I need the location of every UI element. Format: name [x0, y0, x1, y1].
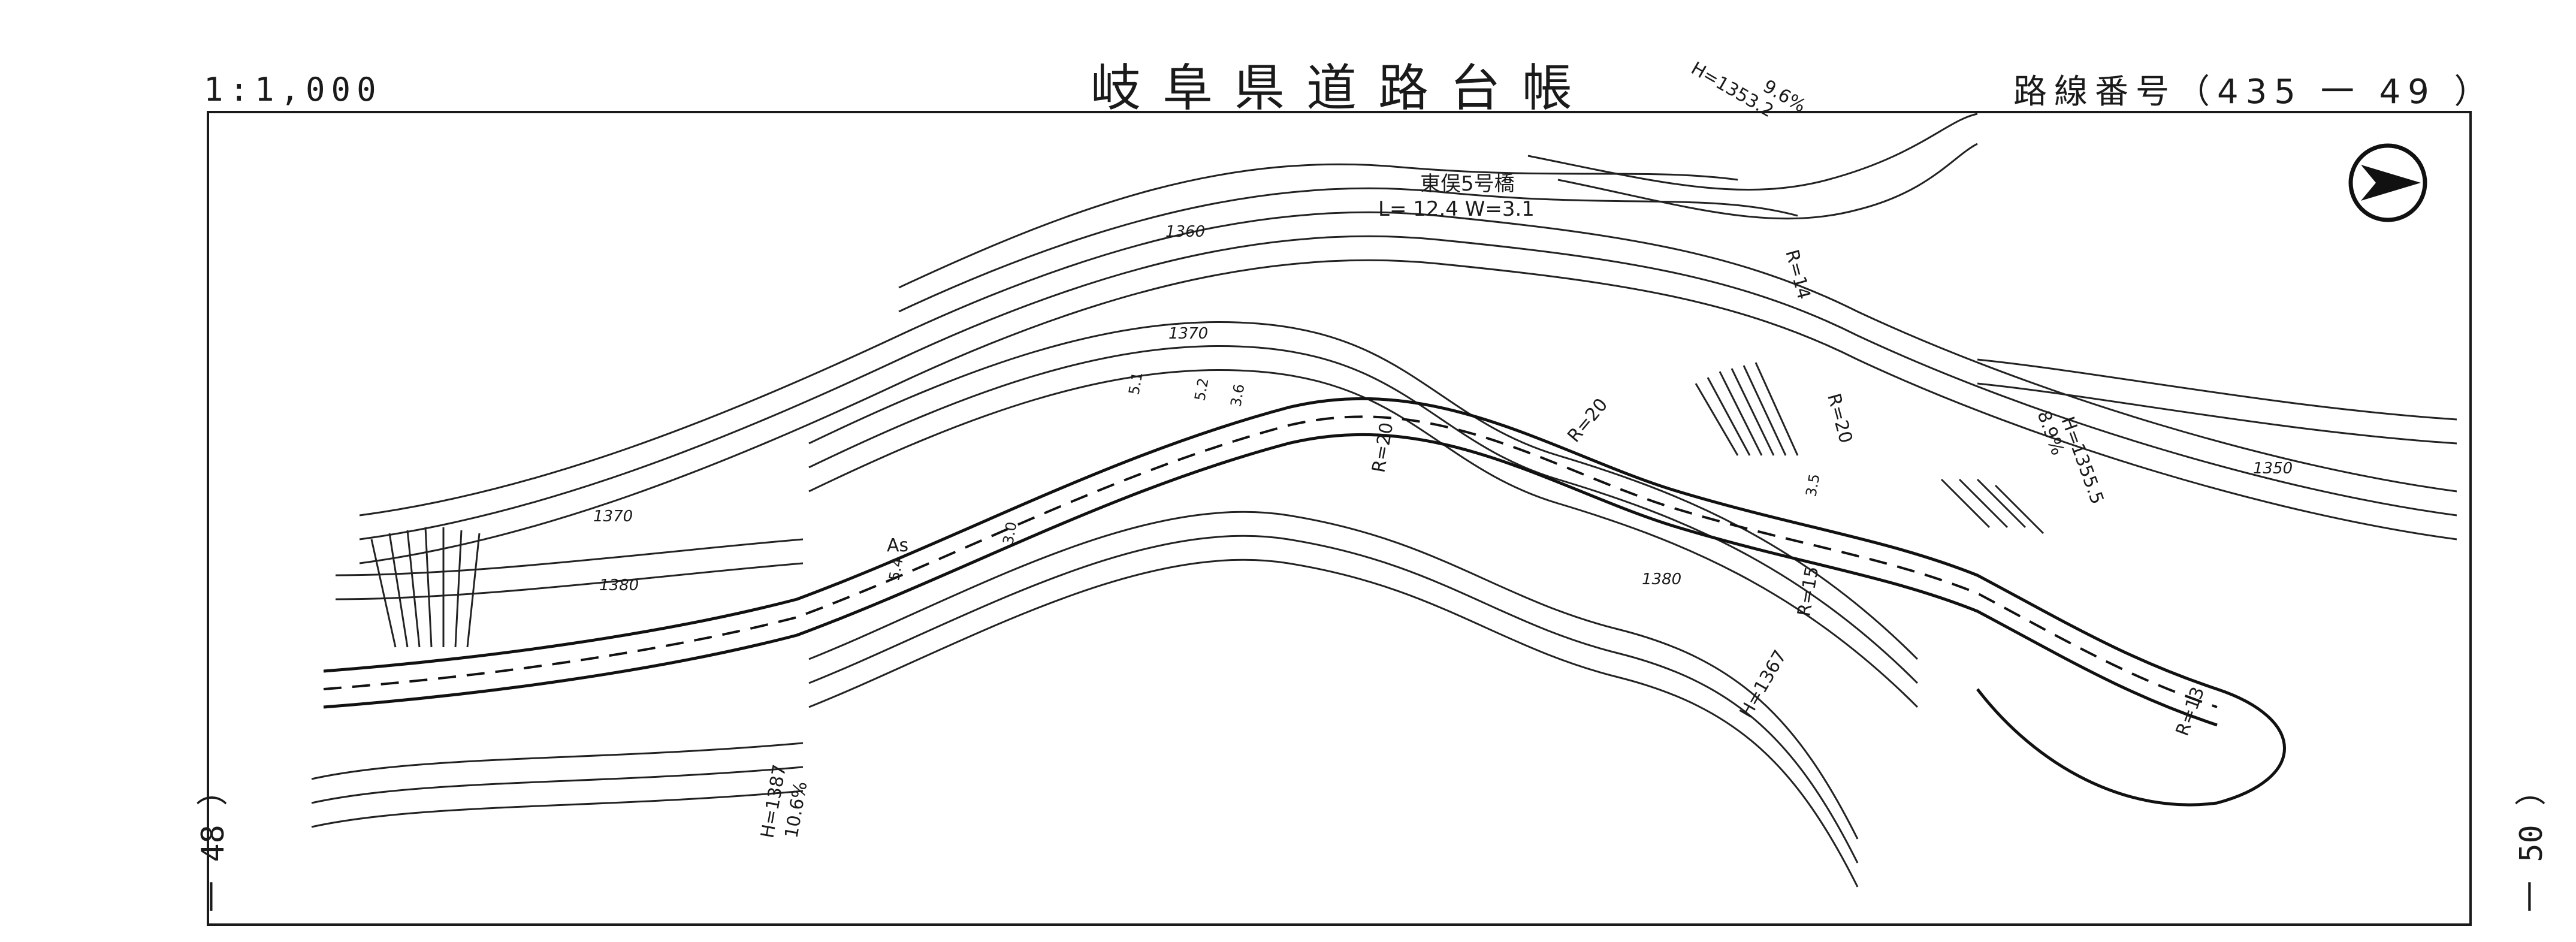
grade-elevation-2: H=1367: [1736, 647, 1791, 721]
curve-radius-5: R=20: [1823, 391, 1856, 445]
width-2: 5.2: [1191, 377, 1212, 402]
map-frame: [207, 111, 2472, 926]
route-number: 路線番号（435 一 49 ）: [2013, 73, 2495, 111]
map-scale: 1:1,000: [204, 71, 382, 108]
map-title: 岐阜県道路台帳: [1091, 59, 1594, 117]
bridge-name: 東俣5号橋: [1420, 172, 1515, 196]
width-6: 3.5: [1802, 473, 1823, 498]
surface-asphalt: As: [887, 535, 908, 556]
grade-elevation-3: H=1355.5: [2056, 414, 2107, 507]
width-4: 3.0: [999, 521, 1020, 546]
elev-1360: 1360: [1165, 223, 1205, 241]
width-3: 3.6: [1227, 383, 1248, 408]
curve-radius-6: R=14: [1781, 247, 1814, 301]
curve-radius-1: R=20: [1368, 421, 1397, 474]
elev-1370-upper: 1370: [1168, 325, 1208, 343]
river-line: [1527, 113, 1978, 191]
elev-1350: 1350: [2253, 460, 2293, 478]
bridge-dims: L= 12.4 W=3.1: [1378, 197, 1535, 221]
contour-lines: [311, 163, 2457, 887]
curve-radius-3: R=15: [1793, 564, 1823, 618]
road-centerline: [323, 397, 2286, 807]
width-1: 5.1: [1125, 371, 1146, 396]
slope-hatching: [370, 362, 2045, 648]
elev-1380-left: 1380: [599, 576, 639, 594]
curve-radius-2: R=20: [1563, 394, 1612, 446]
elev-1380-right: 1380: [1642, 570, 1681, 588]
width-5: 5.4: [886, 557, 906, 582]
river-line-2: [1557, 143, 1978, 220]
north-arrow-icon: [2348, 143, 2427, 222]
elev-1370-left: 1370: [593, 508, 633, 526]
